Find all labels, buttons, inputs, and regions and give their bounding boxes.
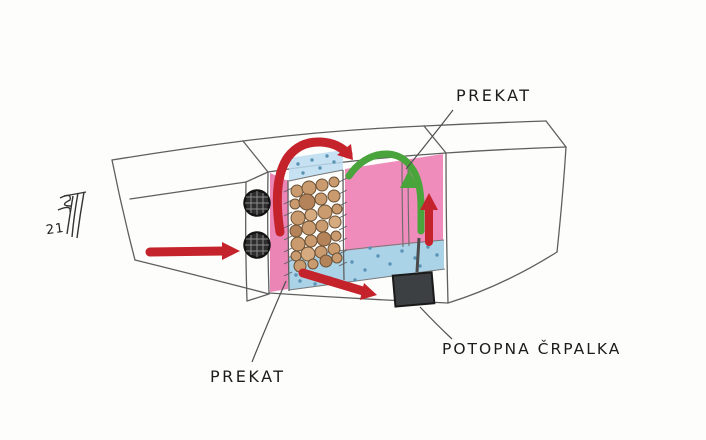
signature-scribble-1 <box>59 194 73 207</box>
right-depth-edge <box>545 120 567 148</box>
label-potopna-crpalka: POTOPNA ČRPALKA <box>442 340 622 358</box>
gravel-mesh-walls <box>283 169 348 292</box>
signature-text: 21 <box>45 220 66 239</box>
box-front-left-edge <box>267 171 270 294</box>
signature-stroke-1 <box>71 192 79 238</box>
box-right-depth-edge <box>423 125 447 154</box>
pump-body <box>391 271 436 308</box>
left-bottom-edge <box>134 259 270 295</box>
signature-scribble-2 <box>57 206 71 213</box>
overflow-arrow-shaft <box>272 137 353 237</box>
inlet-grates <box>243 189 271 259</box>
signature-stroke-3 <box>66 195 74 235</box>
wall-bottom-edge <box>246 293 270 302</box>
signature-stroke-2 <box>76 191 85 239</box>
hose-up-arrowhead-icon <box>400 170 418 188</box>
mesh-wall-left <box>287 179 290 292</box>
bottom-flow-arrowhead-icon <box>360 283 377 300</box>
left-front-top-edge <box>129 181 247 200</box>
gravel-top-edge <box>288 169 344 182</box>
wall-top-edge <box>245 171 269 183</box>
box-left-depth-edge <box>242 140 269 173</box>
signature-scribble-3 <box>63 191 87 197</box>
right-front-top-edge <box>445 146 567 154</box>
bottom-flow-arrow-shaft <box>298 268 368 296</box>
signature-squiggle <box>57 191 87 239</box>
left-end-edge <box>111 159 136 261</box>
mesh-hatch-right <box>338 177 348 267</box>
leader-prekat-top <box>405 109 454 170</box>
box-front-right-edge <box>445 152 449 304</box>
box-front-top-edge <box>267 152 447 173</box>
box-back-top-edge <box>242 125 425 142</box>
outlet-hose <box>345 150 425 273</box>
leader-prekat-bottom <box>251 280 287 363</box>
submersible-pump <box>391 271 436 308</box>
overflow-arrowhead-icon <box>337 144 353 160</box>
leader-pump <box>419 306 453 340</box>
divider-line-1 <box>401 159 404 248</box>
label-prekat-lower: PREKAT <box>210 367 286 386</box>
hose-path <box>345 150 425 235</box>
channel-outline <box>111 120 567 304</box>
upflow-arrowhead-icon <box>420 193 438 210</box>
inflow-arrowhead-icon <box>222 242 240 260</box>
right-end-edge <box>556 146 567 253</box>
leader-lines <box>251 109 454 363</box>
inlet-grate-lower <box>243 231 271 259</box>
right-back-top-edge <box>423 120 547 127</box>
mesh-hatch-left <box>283 187 293 277</box>
inflow-arrow-shaft <box>145 246 229 257</box>
flow-arrows <box>145 137 438 300</box>
pump-riser-line <box>415 237 421 273</box>
inlet-grate-upper <box>243 189 271 217</box>
right-bottom-edge <box>447 251 558 304</box>
water-bottom-edge <box>288 268 446 291</box>
inlet-water-patch <box>289 150 343 181</box>
left-back-top-edge <box>111 140 244 161</box>
mesh-wall-right <box>342 169 345 281</box>
label-prekat-upper: PREKAT <box>456 86 532 105</box>
